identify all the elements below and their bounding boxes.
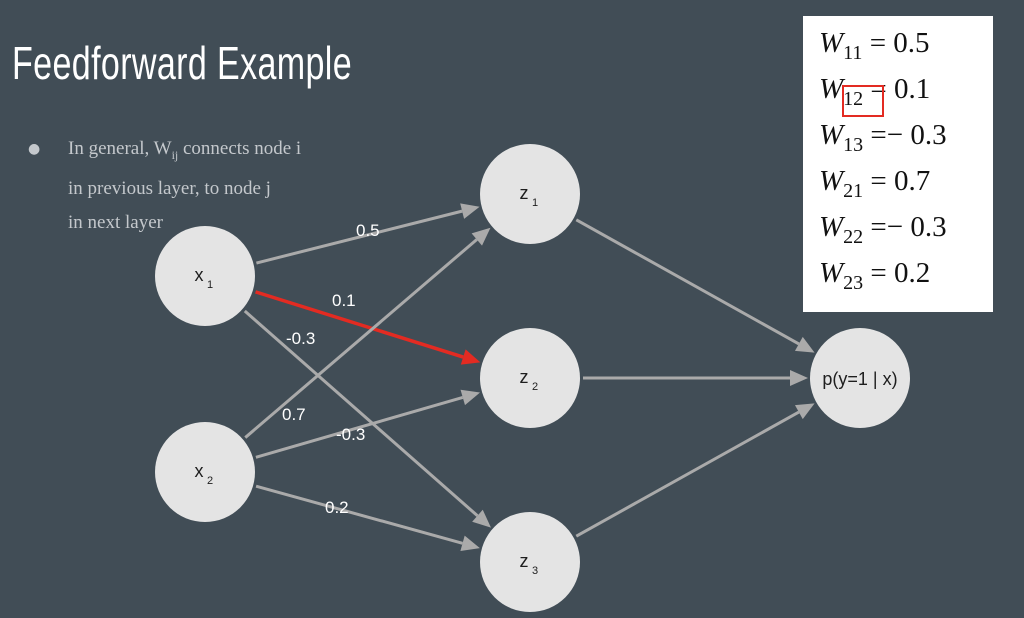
node-subscript-x1: 1 <box>207 279 213 291</box>
weight-row-11: W11 = 0.5 <box>819 27 930 65</box>
edge-x1-z2 <box>255 290 464 359</box>
node-z3 <box>480 512 580 612</box>
edge-x1-z1 <box>256 209 463 265</box>
weight-var: W <box>819 73 844 105</box>
weights-box <box>803 16 993 312</box>
edge-arrowhead-z3-out <box>794 403 815 420</box>
weight-row-13: W13 =− 0.3 <box>819 119 947 157</box>
node-label-z3: z <box>520 551 529 571</box>
edge-x1-z3 <box>243 309 479 517</box>
weight-value: = 0.1 <box>863 73 931 105</box>
edge-label-x1-z3: -0.3 <box>286 329 315 348</box>
weight-subscript: 11 <box>843 42 863 64</box>
weight-value: = 0.7 <box>863 165 931 197</box>
weight-value: =− 0.3 <box>863 119 947 151</box>
weight-subscript: 21 <box>843 180 864 202</box>
edge-label-x2-z2: -0.3 <box>336 425 365 444</box>
node-subscript-z2: 2 <box>532 381 538 393</box>
node-z1 <box>480 144 580 244</box>
node-subscript-x2: 2 <box>207 475 213 487</box>
bullet-line-3: in next layer <box>68 212 163 233</box>
weight-row-21: W21 = 0.7 <box>819 165 930 203</box>
node-x2 <box>155 422 255 522</box>
bullet-dot-icon: ● <box>28 141 41 157</box>
weight-var: W <box>819 211 844 243</box>
edge-x2-z1 <box>244 238 478 439</box>
weight-value: =− 0.3 <box>863 211 947 243</box>
edge-label-x2-z1: 0.7 <box>282 405 306 424</box>
node-label-z2: z <box>520 367 529 387</box>
edge-arrowhead-x2-z2 <box>460 389 481 406</box>
weight-row-23: W23 = 0.2 <box>819 257 930 295</box>
node-label-out: p(y=1 | x) <box>822 369 897 389</box>
weight-row-12: W12 = 0.1 <box>819 73 930 111</box>
weight-var: W <box>819 27 844 59</box>
bullet-line-2: in previous layer, to node j <box>68 178 271 199</box>
edge-arrowhead-x1-z2 <box>460 349 481 365</box>
edge-x2-z3 <box>255 484 463 545</box>
weight-var: W <box>819 119 844 151</box>
edge-arrowhead-z2-out <box>790 370 808 386</box>
node-out <box>810 328 910 428</box>
node-label-x2: x <box>195 461 204 481</box>
edge-label-x1-z1: 0.5 <box>356 221 380 240</box>
edge-x2-z2 <box>255 396 464 459</box>
weight-var: W <box>819 165 844 197</box>
weight-subscript: 13 <box>843 134 864 156</box>
w12-highlight-box <box>842 85 884 117</box>
bullet-line-1: In general, Wij connects node i <box>68 138 302 162</box>
edge-label-x2-z3: 0.2 <box>325 498 349 517</box>
node-x1 <box>155 226 255 326</box>
edge-arrowhead-x2-z1 <box>471 227 491 246</box>
edge-arrowhead-x2-z3 <box>460 535 480 552</box>
weight-subscript: 22 <box>843 226 864 248</box>
edge-z3-out <box>575 410 800 538</box>
edge-z1-out <box>575 218 800 346</box>
node-subscript-z1: 1 <box>532 197 538 209</box>
edge-arrowhead-z1-out <box>794 336 815 353</box>
node-z2 <box>480 328 580 428</box>
weight-value: = 0.2 <box>863 257 931 289</box>
node-label-x1: x <box>195 265 204 285</box>
weight-value: = 0.5 <box>862 27 930 59</box>
node-label-z1: z <box>520 183 529 203</box>
weight-row-22: W22 =− 0.3 <box>819 211 947 249</box>
weight-subscript: 12 <box>843 88 864 110</box>
edge-arrowhead-x1-z3 <box>472 509 491 528</box>
node-subscript-z3: 3 <box>532 565 538 577</box>
weight-var: W <box>819 257 844 289</box>
slide-title: Feedforward Example <box>12 37 353 89</box>
edge-arrowhead-x1-z1 <box>460 203 480 219</box>
weight-subscript: 23 <box>843 272 864 294</box>
edge-label-x1-z2: 0.1 <box>332 291 356 310</box>
